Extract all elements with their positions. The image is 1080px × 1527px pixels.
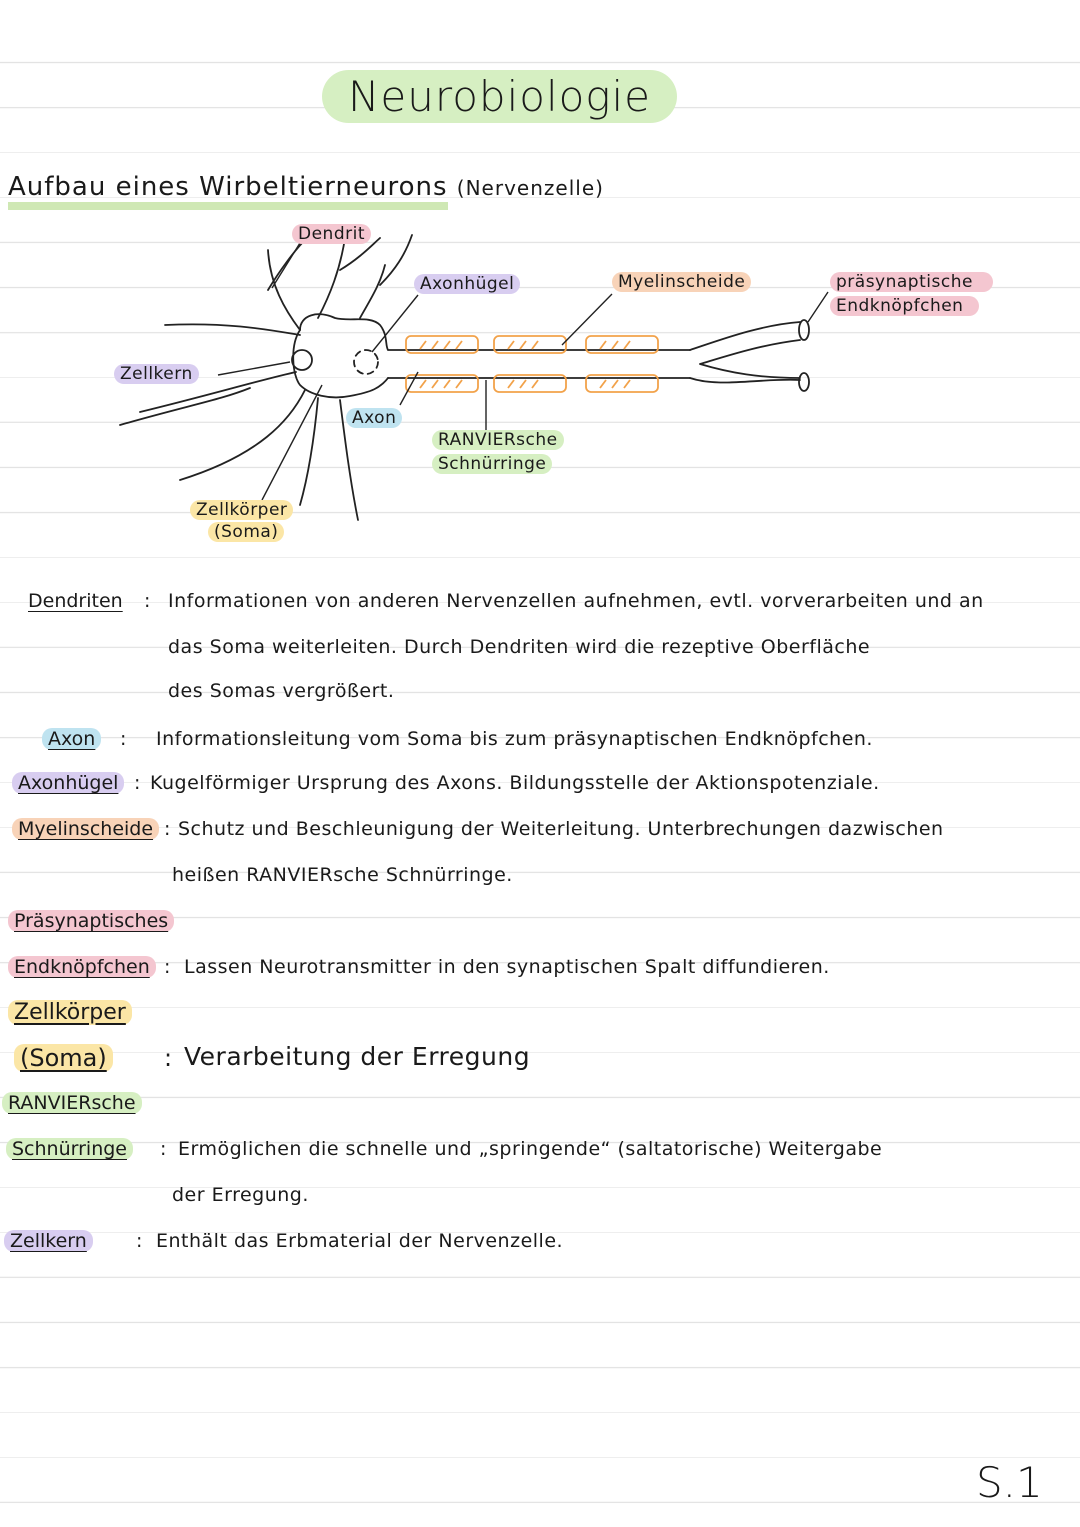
label-zellkoerper-1: Zellkörper [190,500,294,520]
myelin-sheath-6 [585,374,659,393]
colon-7: : [160,1138,167,1160]
axon-branch-inner [699,339,801,379]
def-soma-line-1: Verarbeitung der Erregung [184,1042,531,1071]
terminal-bottom [798,372,810,392]
dendrite-2 [317,237,381,319]
term-endknoepfchen: Endknöpfchen [8,956,156,978]
nucleus-circle [291,349,313,371]
label-endknoepfchen: Endknöpfchen [830,296,980,316]
term-ranvier-1: RANVIERsche [2,1092,142,1114]
label-ranvier-2: Schnürringe [432,454,553,474]
def-axonhuegel-line-1: Kugelförmiger Ursprung des Axons. Bildun… [150,772,880,794]
dendrite-5 [119,371,297,426]
myelin-sheath-3 [585,335,659,354]
def-dendriten-line-3: des Somas vergrößert. [168,680,395,702]
myelin-sheath-1 [405,335,479,354]
label-dendrit: Dendrit [292,224,371,244]
dendrite-7 [299,397,319,506]
term-dendriten: Dendriten [28,590,123,612]
term-myelinscheide: Myelinscheide [12,818,160,840]
leader-myelin [561,293,613,346]
colon-4: : [164,818,171,840]
axon-branch-bottom [689,377,801,384]
label-zellkoerper-2: (Soma) [208,522,285,542]
term-zellkoerper: Zellkörper [8,1000,132,1025]
def-myelin-line-1: Schutz und Beschleunigung der Weiterleit… [178,818,944,840]
label-axonhuegel: Axonhügel [414,274,521,294]
leader-praesyn [807,291,829,323]
soma-lower [292,329,389,399]
def-dendriten-line-2: das Soma weiterleiten. Durch Dendriten w… [168,636,871,658]
term-axonhuegel: Axonhügel [12,772,125,794]
axon-branch-top [689,321,801,351]
colon-8: : [136,1230,143,1252]
def-myelin-line-2: heißen RANVIERsche Schnürringe. [172,864,513,886]
page-number: S.1 [976,1458,1043,1507]
leader-zellkern [217,361,291,376]
term-ranvier-2: Schnürringe [6,1138,133,1160]
def-endknoepfchen-line-1: Lassen Neurotransmitter in den synaptisc… [184,956,830,978]
terminal-top [798,319,810,341]
myelin-sheath-5 [493,374,567,393]
dendrite-8 [339,399,359,521]
term-axon: Axon [42,728,102,750]
dendrite-3 [359,234,413,319]
neuron-diagram [119,234,829,521]
term-praesynaptisches: Präsynaptisches [8,910,175,932]
def-zellkern-line-1: Enthält das Erbmaterial der Nervenzelle. [156,1230,564,1252]
section-heading: Aufbau eines Wirbeltierneurons (Nervenze… [8,172,604,210]
label-axon: Axon [346,408,403,428]
section-heading-paren: (Nervenzelle) [456,176,604,200]
def-ranvier-line-2: der Erregung. [172,1184,309,1206]
page-title: Neurobiologie [322,70,678,123]
colon-6: : [164,1044,173,1072]
soma-outline [299,313,691,351]
dendrite-4 [164,323,301,336]
leader-dendrit [271,242,301,289]
leader-axon [399,371,419,406]
dendrite-6 [179,389,306,481]
label-myelinscheide: Myelinscheide [612,272,752,292]
term-soma: (Soma) [14,1044,113,1072]
label-ranvier-1: RANVIERsche [432,430,564,450]
def-dendriten-line-1: Informationen von anderen Nervenzellen a… [168,590,984,612]
myelin-sheath-4 [405,374,479,393]
term-zellkern: Zellkern [4,1230,93,1252]
axon-hillock-circle [353,349,379,375]
colon-2: : [120,728,127,750]
def-axon-line-1: Informationsleitung vom Soma bis zum prä… [156,728,873,750]
label-zellkern: Zellkern [114,364,199,384]
myelin-sheath-2 [493,335,567,354]
leader-soma [261,384,323,501]
colon-1: : [144,590,151,612]
leader-axonhuegel [371,294,419,353]
colon-5: : [164,956,171,978]
colon-3: : [134,772,141,794]
label-praesynaptische: präsynaptische [830,272,993,292]
def-ranvier-line-1: Ermöglichen die schnelle und „springende… [178,1138,883,1160]
section-heading-main: Aufbau eines Wirbeltierneurons [8,172,448,210]
